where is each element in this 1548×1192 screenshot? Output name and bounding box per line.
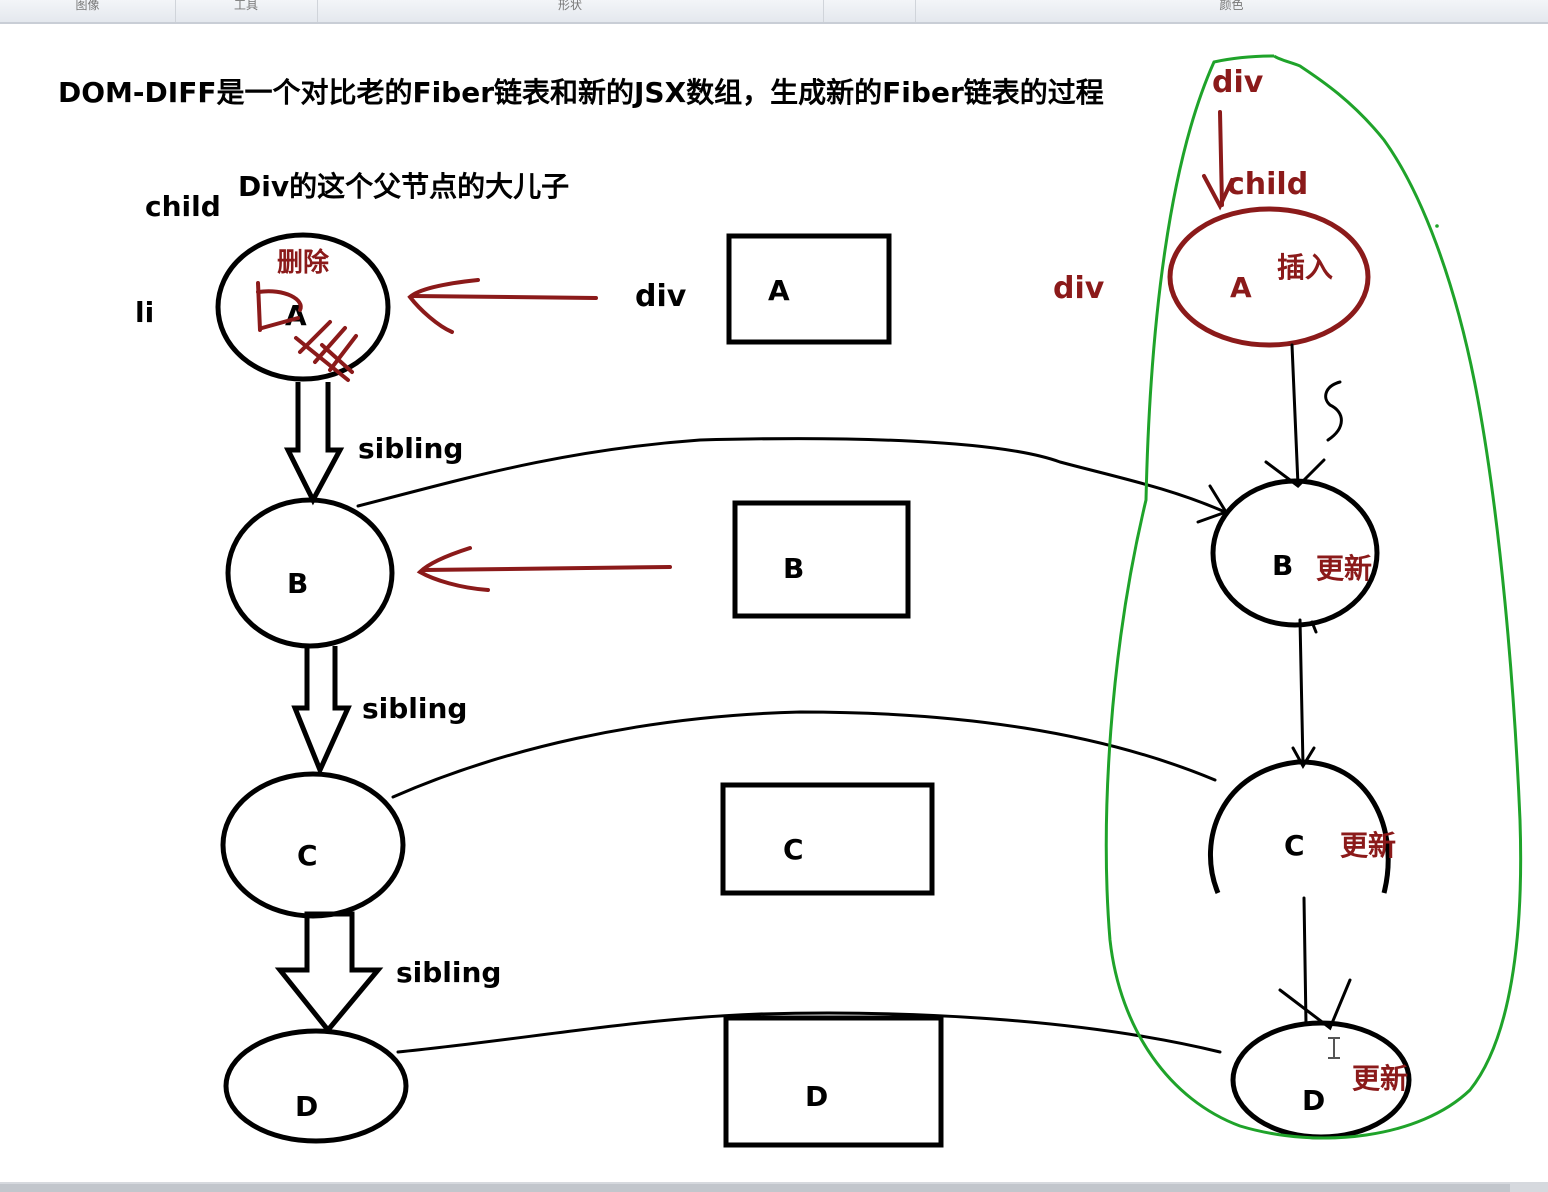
box-letter: B [783,552,804,585]
reuse-curves [356,437,1229,1054]
jsx-box-d: D [723,1015,944,1148]
insert-label: 插入 [1277,251,1333,284]
old-fiber-node-c: C [220,771,406,919]
sibling-label-3: sibling [396,956,501,989]
update-label-d: 更新 [1352,1062,1408,1095]
node-letter: A [285,299,307,332]
update-label-b: 更新 [1316,552,1372,585]
new-fiber-node-b: B [1210,478,1380,628]
red-arrow-to-b [416,546,672,592]
sibling-arrow-a-b [283,382,345,506]
sibling-label-1: sibling [358,432,463,465]
div-label-top: div [1212,65,1264,100]
diagram-title: DOM-DIFF是一个对比老的Fiber链表和新的JSX数组，生成新的Fiber… [58,76,1104,109]
ribbon-group-divider [823,0,916,22]
sibling-label-2: sibling [362,692,467,725]
jsx-box-c: C [720,782,935,896]
node-letter: C [297,839,318,872]
delete-scribble [256,281,358,382]
ribbon-group-shapes[interactable]: 形状 [317,0,824,22]
scrollbar-thumb[interactable] [0,1184,1510,1192]
new-link-c-d [1278,896,1352,1031]
first-child-note: Div的这个父节点的大儿子 [238,170,569,203]
child-label-top: child [1227,167,1308,202]
toolbar-ribbon: 图像 工具 形状 颜色 [0,0,1548,24]
old-fiber-node-b: B [225,497,395,649]
sibling-arrow-c-d [274,911,384,1034]
child-label-left: child [145,190,221,223]
new-link-b-c [1291,618,1318,769]
li-label: li [135,296,154,329]
text-cursor-icon [1328,1037,1340,1059]
node-letter: D [295,1090,318,1123]
ribbon-group-image[interactable]: 图像 [0,0,176,22]
green-outline [1104,54,1523,1140]
child-arrow-top [1202,110,1234,211]
div-label-mid: div [635,279,687,314]
update-label-c: 更新 [1340,829,1396,862]
div-label-red: div [1053,271,1105,306]
box-letter: A [768,274,790,307]
new-link-a-b [1264,343,1343,488]
delete-label: 删除 [277,247,330,278]
jsx-box-b: B [732,500,911,619]
box-letter: D [805,1080,828,1113]
old-fiber-node-d: D [223,1028,409,1144]
horizontal-scrollbar[interactable] [0,1182,1548,1192]
node-letter: B [287,567,308,600]
node-letter: D [1302,1084,1325,1117]
green-dot [1435,224,1439,228]
red-arrow-to-a [407,278,598,334]
node-letter: B [1272,549,1293,582]
ribbon-group-colors[interactable]: 颜色 [1219,0,1244,12]
box-letter: C [783,833,804,866]
new-fiber-node-c: C [1208,759,1391,894]
jsx-box-a: A [726,233,892,345]
new-fiber-node-a: A [1167,206,1371,348]
sibling-arrow-b-c [291,646,352,777]
node-letter: C [1284,829,1305,862]
ribbon-group-tools[interactable]: 工具 [175,0,318,22]
node-letter: A [1230,271,1252,304]
